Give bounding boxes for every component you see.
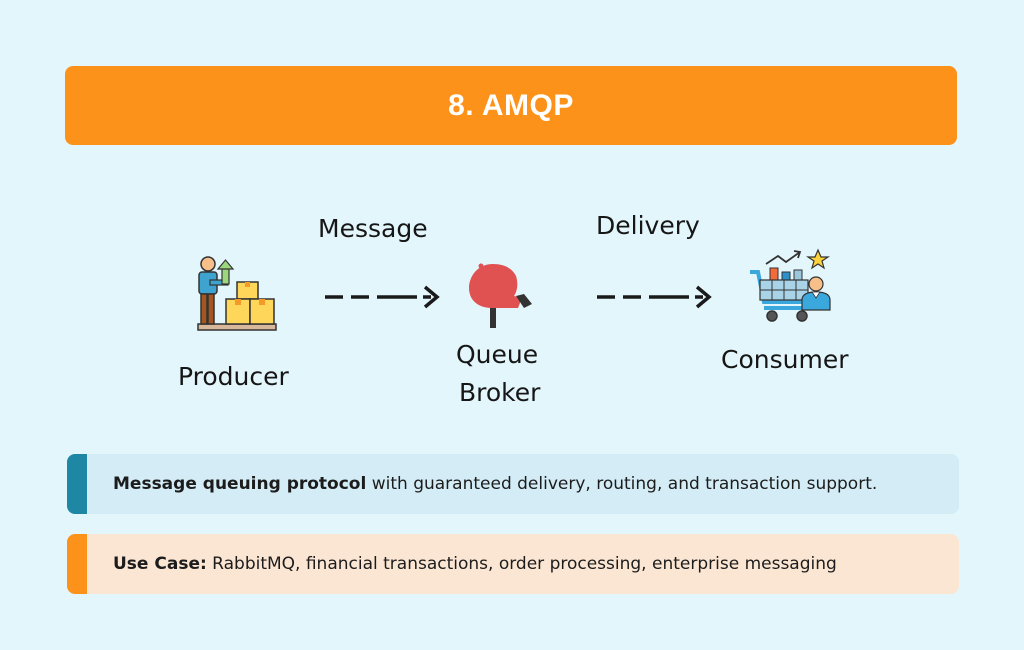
dashed-arrow-icon (323, 285, 441, 309)
title-banner: 8. AMQP (65, 66, 957, 145)
producer-label: Producer (178, 362, 289, 391)
worker-with-boxes-icon (196, 256, 278, 334)
description-text: Message queuing protocol with guaranteed… (87, 474, 877, 494)
message-edge-label: Message (318, 214, 428, 243)
broker-label-line2: Broker (459, 378, 541, 407)
use-case-accent-stripe (67, 534, 87, 594)
delivery-edge-label: Delivery (596, 211, 700, 240)
shopping-cart-customer-icon (746, 248, 834, 328)
use-case-text: Use Case: RabbitMQ, financial transactio… (87, 554, 837, 574)
broker-label-line1: Queue (456, 340, 539, 369)
page-title: 8. AMQP (448, 88, 574, 122)
use-case-rest: RabbitMQ, financial transactions, order … (206, 554, 837, 574)
description-rest: with guaranteed delivery, routing, and t… (366, 474, 878, 494)
use-case-bold: Use Case: (113, 554, 207, 574)
description-bold: Message queuing protocol (113, 474, 367, 494)
description-card: Message queuing protocol with guaranteed… (67, 454, 959, 514)
description-accent-stripe (67, 454, 87, 514)
use-case-card: Use Case: RabbitMQ, financial transactio… (67, 534, 959, 594)
consumer-label: Consumer (721, 345, 849, 374)
queue-broker-icon (466, 260, 544, 330)
dashed-arrow-icon (595, 285, 713, 309)
